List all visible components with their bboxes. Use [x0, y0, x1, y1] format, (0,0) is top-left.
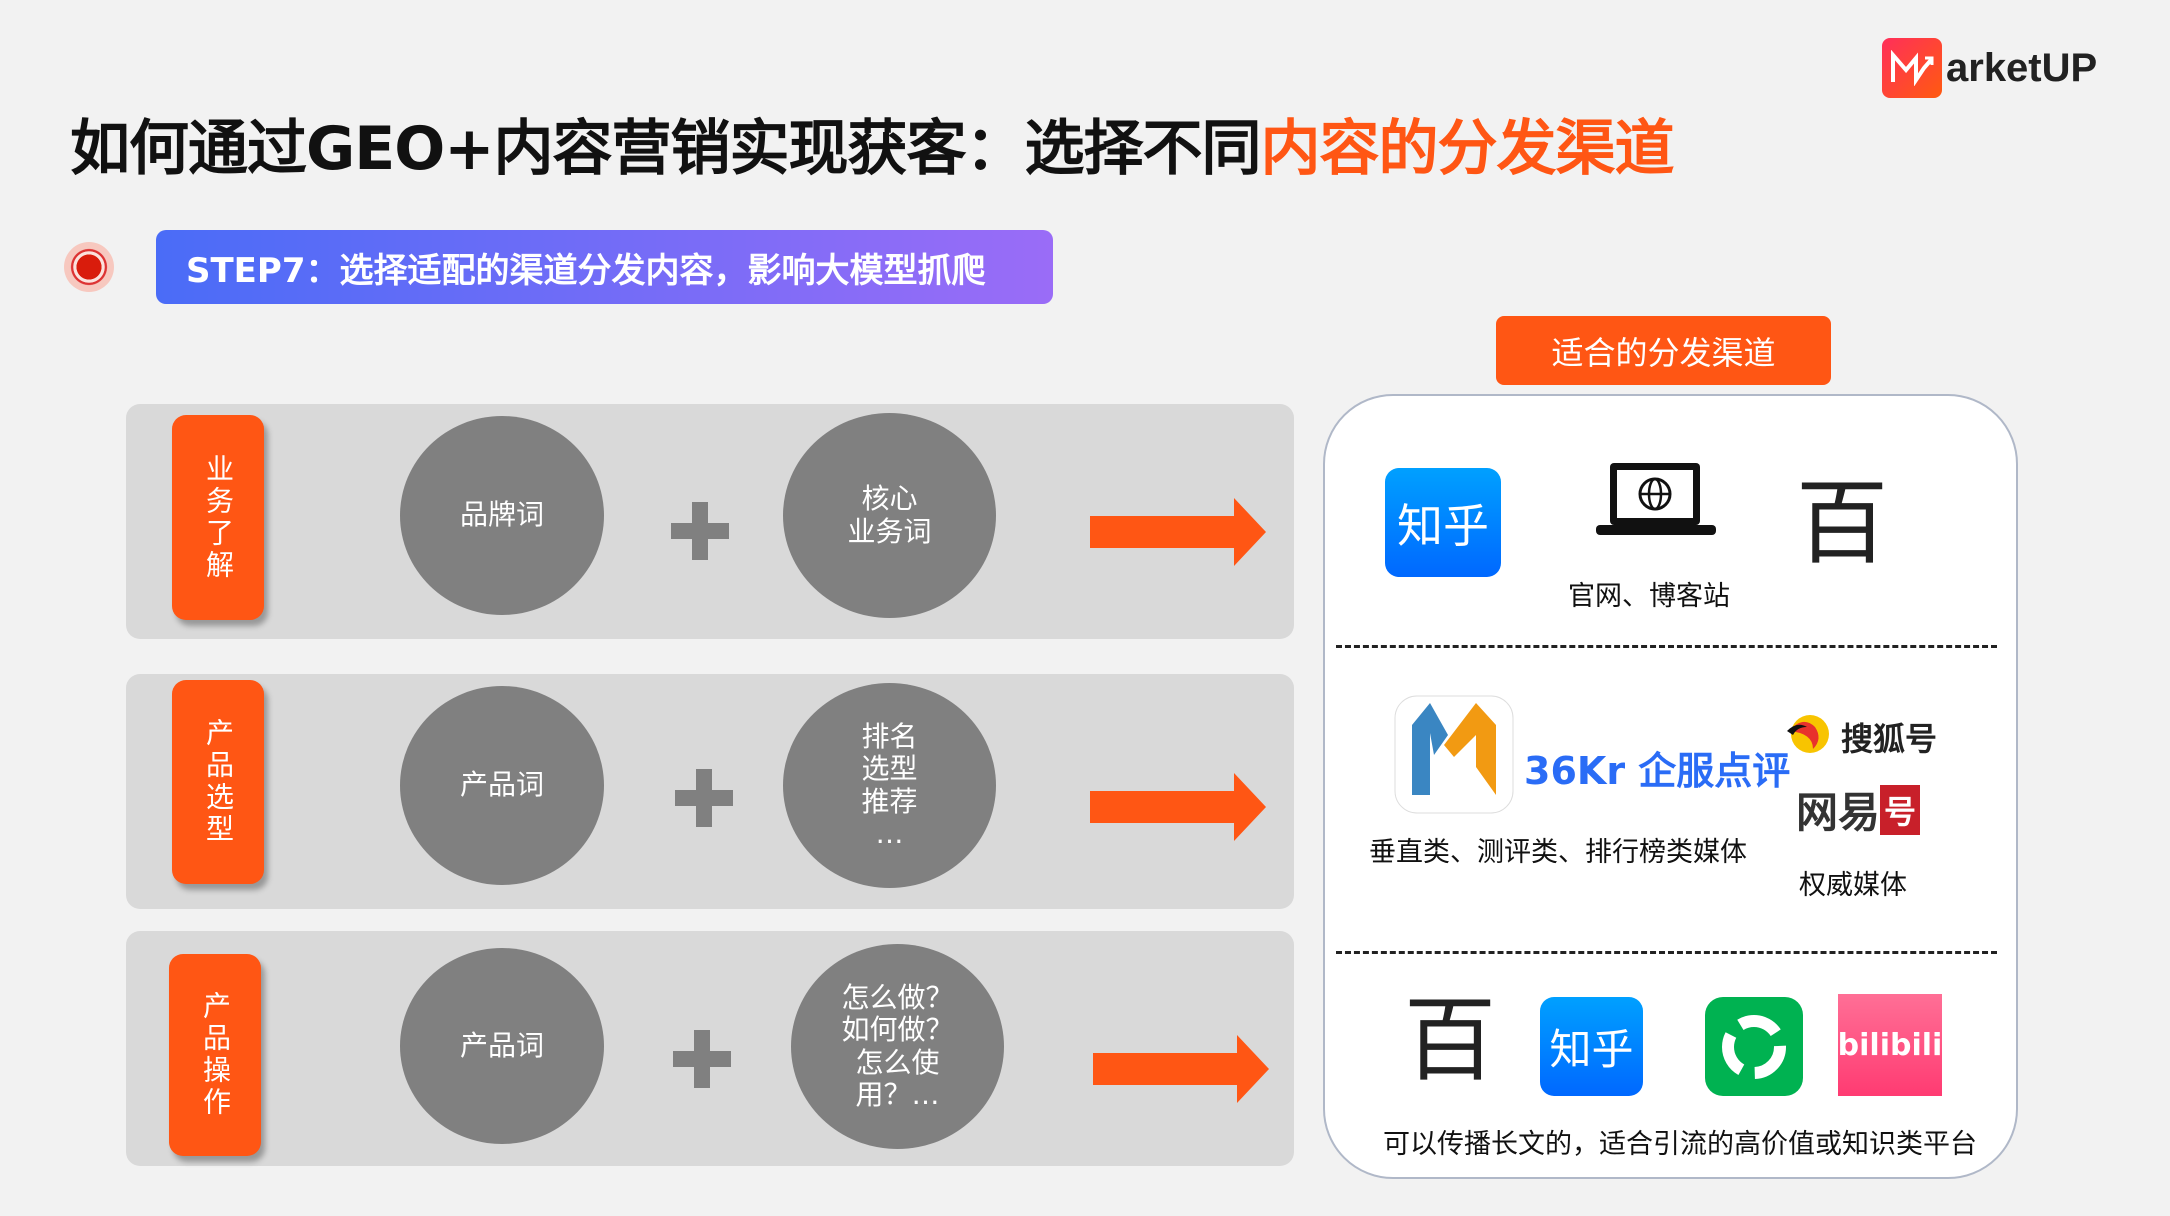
- row-label: 业务了解: [172, 415, 264, 620]
- bilibili-icon: bilibili: [1838, 994, 1942, 1096]
- zhihu-icon: 知乎: [1385, 468, 1501, 577]
- sohu-label: 搜狐号: [1841, 720, 1938, 758]
- plus-icon: [671, 502, 729, 560]
- plus-icon: [673, 1030, 731, 1088]
- m-app-icon: [1394, 695, 1514, 814]
- green-chat-app-icon: [1705, 997, 1803, 1096]
- netease-label: 网易: [1796, 788, 1881, 837]
- marketup-logo: arketUP: [1882, 38, 2097, 98]
- zhihu-icon: 知乎: [1540, 997, 1643, 1096]
- laptop-globe-icon: [1596, 463, 1716, 535]
- row-label: 产品选型: [172, 680, 264, 884]
- plus-icon: [675, 769, 733, 827]
- logo-text: arketUP: [1946, 45, 2098, 90]
- arrow-right-icon: [1090, 498, 1266, 566]
- step-bullet-icon: [64, 242, 114, 292]
- keyword-ellipse: 产品词: [400, 948, 604, 1144]
- channels-header: 适合的分发渠道: [1496, 316, 1831, 385]
- divider: [1336, 951, 1997, 954]
- step-banner: STEP7：选择适配的渠道分发内容，影响大模型抓爬: [156, 230, 1053, 304]
- arrow-right-icon: [1090, 773, 1266, 841]
- baijiahao-icon: 百: [1404, 987, 1497, 1094]
- caption-vertical-media: 垂直类、测评类、排行榜类媒体: [1369, 837, 1747, 868]
- baijiahao-icon: 百: [1796, 470, 1889, 577]
- divider: [1336, 645, 1997, 648]
- sohu-fox-icon: [1787, 715, 1829, 753]
- row-label: 产品操作: [169, 954, 261, 1156]
- keyword-ellipse: 排名 选型 推荐 …: [783, 683, 996, 888]
- caption-authority-media: 权威媒体: [1799, 870, 1907, 901]
- netease-logo: 网易号: [1796, 779, 1921, 840]
- arrow-right-icon: [1093, 1035, 1269, 1103]
- keyword-ellipse: 品牌词: [400, 416, 604, 615]
- title-main: 如何通过GEO+内容营销实现获客：选择不同: [70, 114, 1262, 184]
- row-product-operation: [126, 931, 1294, 1166]
- caption-long-form-platforms: 可以传播长文的，适合引流的高价值或知识类平台: [1383, 1129, 1977, 1160]
- logo-mark-icon: [1882, 38, 1942, 98]
- keyword-ellipse: 怎么做？ 如何做？ 怎么使 用？…: [791, 944, 1004, 1149]
- page-title: 如何通过GEO+内容营销实现获客：选择不同内容的分发渠道: [70, 100, 1675, 187]
- netease-badge: 号: [1880, 784, 1921, 835]
- caption-website-blog: 官网、博客站: [1568, 581, 1730, 612]
- keyword-ellipse: 产品词: [400, 686, 604, 885]
- 36kr-logo: 36Kr 企服点评: [1524, 749, 1791, 793]
- keyword-ellipse: 核心 业务词: [783, 413, 996, 618]
- title-highlight: 内容的分发渠道: [1260, 114, 1675, 184]
